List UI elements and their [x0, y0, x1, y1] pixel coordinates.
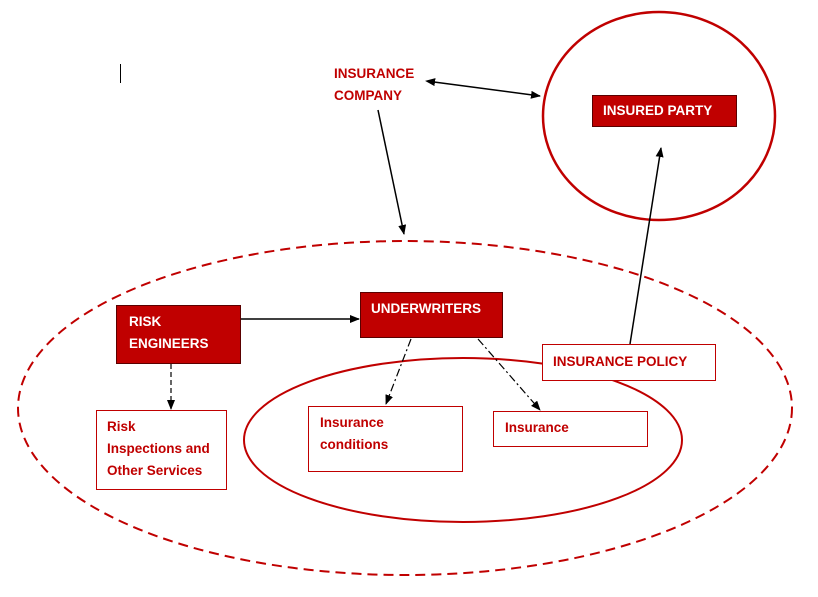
- insurance-company-label: INSURANCE COMPANY: [334, 63, 414, 107]
- risk-inspections-line2: Inspections and: [107, 441, 210, 456]
- insurance-company-line2: COMPANY: [334, 88, 403, 103]
- organisation-dashed-ellipse: [17, 240, 793, 576]
- risk-inspections-box: Risk Inspections and Other Services: [96, 410, 227, 490]
- risk-engineers-line1: RISK: [129, 314, 162, 329]
- company-party-double-arrow: [425, 78, 541, 99]
- underwriters-label: UNDERWRITERS: [371, 301, 482, 316]
- insurance-policy-label: INSURANCE POLICY: [553, 354, 688, 369]
- risk-inspections-line1: Risk: [107, 419, 136, 434]
- insurance-conditions-box: Insurance conditions: [308, 406, 463, 472]
- risk-engineers-line2: ENGINEERS: [129, 336, 209, 351]
- underwriting-inner-ellipse: [243, 357, 683, 523]
- insured-party-box: INSURED PARTY: [592, 95, 737, 127]
- underwriters-to-insurance-arrow: [477, 338, 541, 411]
- insurance-company-line1: INSURANCE: [334, 66, 415, 81]
- insurance-box: Insurance: [493, 411, 648, 447]
- insurance-label: Insurance: [505, 420, 569, 435]
- insured-party-circle: [541, 10, 777, 222]
- insurance-conditions-line2: conditions: [320, 437, 389, 452]
- risk-inspections-line3: Other Services: [107, 463, 203, 478]
- risk-engineers-box: RISK ENGINEERS: [116, 305, 241, 364]
- underwriters-to-conditions-arrow: [385, 338, 412, 405]
- policy-to-party-arrow: [629, 147, 664, 345]
- insured-party-label: INSURED PARTY: [603, 103, 713, 118]
- underwriters-box: UNDERWRITERS: [360, 292, 503, 338]
- insurance-policy-box: INSURANCE POLICY: [542, 344, 716, 381]
- text-cursor: [120, 64, 121, 83]
- insurance-conditions-line1: Insurance: [320, 415, 384, 430]
- company-to-organisation-arrow: [377, 109, 407, 235]
